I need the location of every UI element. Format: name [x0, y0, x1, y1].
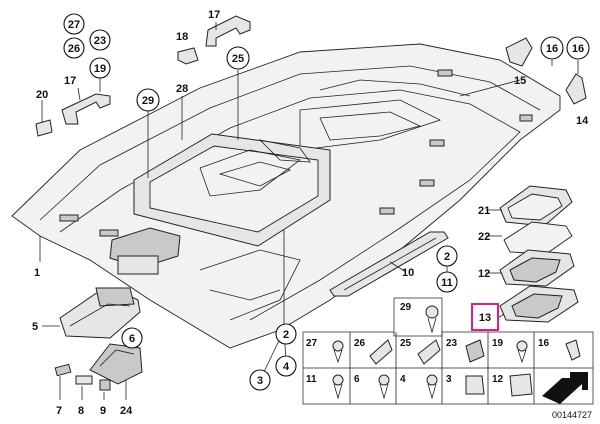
label-17b[interactable]: 17	[64, 75, 76, 87]
fastener-grid	[302, 297, 594, 405]
callout-16b[interactable]: 16	[566, 36, 590, 60]
clip-icon-12	[509, 373, 533, 397]
svg-text:27: 27	[68, 19, 80, 31]
part-9[interactable]	[99, 379, 111, 391]
label-18[interactable]: 18	[176, 31, 188, 43]
grid-label-3: 3	[446, 374, 452, 385]
screw-icon-4	[426, 374, 438, 400]
callout-2b[interactable]: 2	[436, 245, 458, 267]
label-15[interactable]: 15	[514, 75, 526, 87]
callout-19[interactable]: 19	[89, 57, 111, 79]
grid-label-6: 6	[354, 374, 360, 385]
leader-lines	[39, 22, 579, 400]
svg-text:11: 11	[441, 277, 453, 289]
screw-icon-19	[516, 340, 528, 364]
clip-icon-23	[465, 339, 485, 363]
grid-label-25: 25	[400, 338, 412, 349]
label-10[interactable]: 10	[402, 267, 414, 279]
label-21[interactable]: 21	[478, 205, 490, 217]
callout-4[interactable]: 4	[275, 355, 297, 377]
grid-label-27: 27	[306, 338, 318, 349]
bracket-15[interactable]	[505, 37, 533, 67]
cover-21[interactable]	[499, 185, 573, 227]
label-7[interactable]: 7	[56, 405, 62, 417]
callout-26[interactable]: 26	[63, 37, 85, 59]
label-28[interactable]: 28	[176, 83, 188, 95]
callout-27[interactable]: 27	[63, 13, 85, 35]
grid-label-4: 4	[400, 374, 406, 385]
callout-3[interactable]: 3	[249, 369, 271, 391]
console-opening[interactable]	[109, 227, 301, 321]
label-22[interactable]: 22	[478, 231, 490, 243]
svg-text:2: 2	[283, 329, 289, 341]
grid-label-29: 29	[400, 302, 412, 313]
label-5[interactable]: 5	[32, 321, 38, 333]
label-9[interactable]: 9	[100, 405, 106, 417]
callout-13-selected[interactable]: 13	[471, 303, 499, 331]
screw-icon-29	[425, 305, 439, 334]
screw-icon-6	[378, 374, 390, 400]
svg-text:29: 29	[142, 95, 154, 107]
callout-11[interactable]: 11	[436, 271, 458, 293]
svg-text:23: 23	[94, 35, 106, 47]
cover-20[interactable]	[35, 119, 53, 137]
clip-icon-26	[369, 339, 393, 365]
grab-handle-rear[interactable]	[205, 15, 251, 47]
gasket-22[interactable]	[503, 221, 573, 255]
sunroof-frame[interactable]	[133, 133, 331, 247]
bracket-14[interactable]	[565, 73, 587, 105]
grid-label-23: 23	[446, 338, 458, 349]
callout-2a[interactable]: 2	[275, 323, 297, 345]
svg-text:4: 4	[283, 361, 290, 373]
grid-label-11: 11	[306, 374, 317, 385]
svg-text:13: 13	[479, 312, 491, 324]
svg-text:25: 25	[232, 53, 244, 65]
svg-text:2: 2	[444, 251, 450, 263]
direction-arrow-icon	[542, 372, 588, 404]
grid-label-12: 12	[492, 374, 504, 385]
label-8[interactable]: 8	[78, 405, 84, 417]
svg-text:6: 6	[129, 333, 135, 345]
svg-text:16: 16	[572, 43, 584, 55]
svg-text:3: 3	[257, 375, 263, 387]
screw-icon-11	[332, 374, 344, 400]
grid-label-26: 26	[354, 338, 366, 349]
label-12[interactable]: 12	[478, 268, 490, 280]
grid-label-16: 16	[538, 338, 550, 349]
label-20[interactable]: 20	[36, 89, 48, 101]
diagram-reference-code: 00144727	[552, 410, 592, 420]
clip-icon-25	[417, 339, 441, 365]
svg-text:19: 19	[94, 63, 106, 75]
label-14[interactable]: 14	[576, 115, 589, 127]
front-console-5[interactable]	[59, 287, 141, 339]
clip-icon-16	[565, 339, 581, 361]
callout-23[interactable]: 23	[89, 29, 111, 51]
grid-label-19: 19	[492, 338, 504, 349]
grab-handle-front[interactable]	[61, 93, 111, 125]
nut-icon-3	[465, 375, 485, 395]
callout-6[interactable]: 6	[121, 327, 143, 349]
screw-icon-27	[332, 340, 344, 364]
part-8[interactable]	[75, 375, 93, 385]
label-24[interactable]: 24	[120, 405, 133, 417]
svg-text:16: 16	[546, 43, 558, 55]
svg-text:26: 26	[68, 43, 80, 55]
callout-29[interactable]: 29	[136, 88, 160, 112]
callout-25[interactable]: 25	[226, 46, 250, 70]
housing-12[interactable]	[499, 249, 575, 287]
electronic-module-24[interactable]	[89, 343, 143, 385]
label-17a[interactable]: 17	[208, 9, 220, 21]
part-7[interactable]	[54, 363, 72, 377]
label-1[interactable]: 1	[34, 267, 40, 279]
housing-13[interactable]	[499, 285, 579, 323]
clip-18[interactable]	[177, 47, 199, 65]
callout-16a[interactable]: 16	[540, 36, 564, 60]
trim-strip[interactable]	[329, 231, 449, 297]
